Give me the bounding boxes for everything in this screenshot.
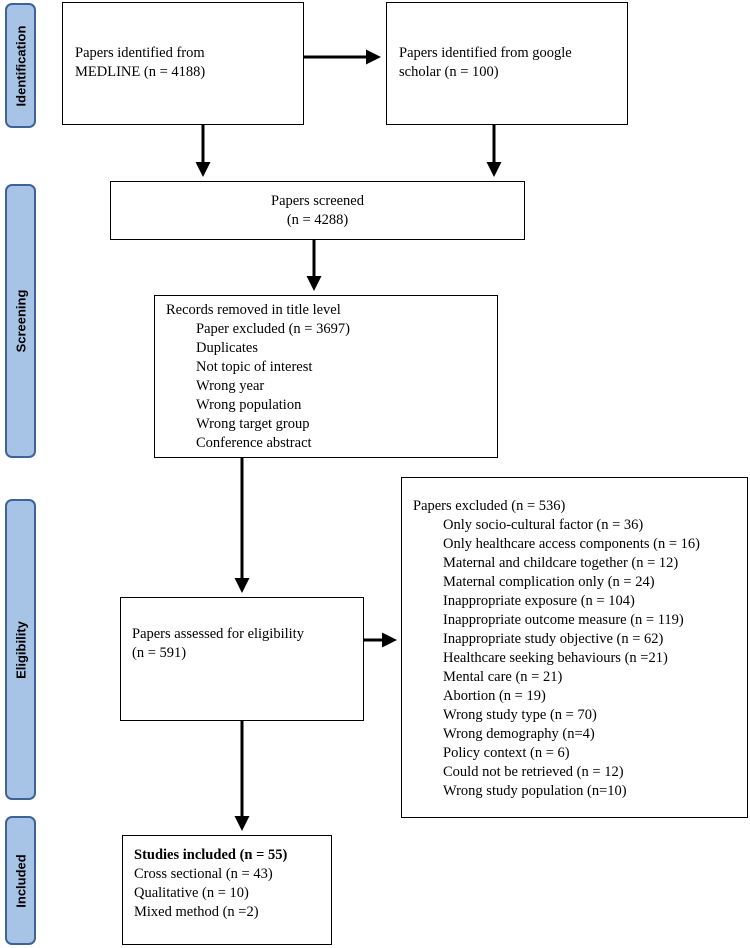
list-item: Only socio-cultural factor (n = 36) (443, 517, 644, 533)
list-item: Wrong target group (196, 416, 310, 432)
papers-excluded-box: Papers excluded (n = 536) Only socio-cul… (401, 477, 748, 818)
list-item: Wrong population (196, 397, 302, 413)
box-heading: Papers excluded (n = 536) (413, 498, 566, 514)
list-item: Conference abstract (196, 435, 312, 451)
box-text: Papers screened (271, 193, 364, 209)
list-item: Not topic of interest (196, 359, 313, 375)
eligibility-box: Papers assessed for eligibility (n = 591… (120, 597, 364, 721)
phase-label: Eligibility (13, 620, 28, 679)
list-item: Qualitative (n = 10) (134, 885, 249, 901)
phase-screening: Screening (5, 184, 36, 458)
list-item: Duplicates (196, 340, 259, 356)
box-text: MEDLINE (n = 4188) (75, 64, 206, 80)
list-item: Healthcare seeking behaviours (n =21) (443, 650, 668, 666)
list-item: Mental care (n = 21) (443, 669, 563, 685)
title-level-removed-box: Records removed in title level Paper exc… (154, 295, 498, 458)
list-item: Inappropriate study objective (n = 62) (443, 631, 664, 647)
list-item: Paper excluded (n = 3697) (196, 321, 350, 337)
list-item: Wrong study population (n=10) (443, 783, 627, 799)
box-heading: Studies included (n = 55) (134, 847, 288, 863)
medline-box: Papers identified from MEDLINE (n = 4188… (62, 2, 304, 125)
list-item: Cross sectional (n = 43) (134, 866, 273, 882)
list-item: Maternal and childcare together (n = 12) (443, 555, 679, 571)
list-item: Inappropriate exposure (n = 104) (443, 593, 635, 609)
box-text: Papers identified from google (399, 45, 572, 61)
box-text: Papers assessed for eligibility (132, 626, 304, 642)
list-item: Wrong study type (n = 70) (443, 707, 597, 723)
box-heading: Records removed in title level (166, 302, 341, 318)
phase-label: Identification (13, 25, 28, 106)
phase-label: Screening (13, 289, 28, 353)
list-item: Policy context (n = 6) (443, 745, 570, 761)
box-text: scholar (n = 100) (399, 64, 499, 80)
list-item: Maternal complication only (n = 24) (443, 574, 655, 590)
google-scholar-box: Papers identified from google scholar (n… (386, 2, 628, 125)
list-item: Wrong year (196, 378, 265, 394)
list-item: Wrong demography (n=4) (443, 726, 595, 742)
list-item: Inappropriate outcome measure (n = 119) (443, 612, 684, 628)
phase-identification: Identification (5, 3, 36, 128)
list-item: Abortion (n = 19) (443, 688, 546, 704)
list-item: Only healthcare access components (n = 1… (443, 536, 700, 552)
studies-included-box: Studies included (n = 55) Cross sectiona… (122, 835, 332, 945)
box-text: (n = 591) (132, 645, 187, 661)
box-text: Papers identified from (75, 45, 205, 61)
list-item: Could not be retrieved (n = 12) (443, 764, 624, 780)
phase-label: Included (13, 853, 28, 908)
phase-included: Included (5, 816, 36, 945)
list-item: Mixed method (n =2) (134, 904, 259, 920)
phase-eligibility: Eligibility (5, 499, 36, 800)
papers-screened-box: Papers screened (n = 4288) (110, 181, 525, 240)
box-text: (n = 4288) (286, 212, 349, 228)
